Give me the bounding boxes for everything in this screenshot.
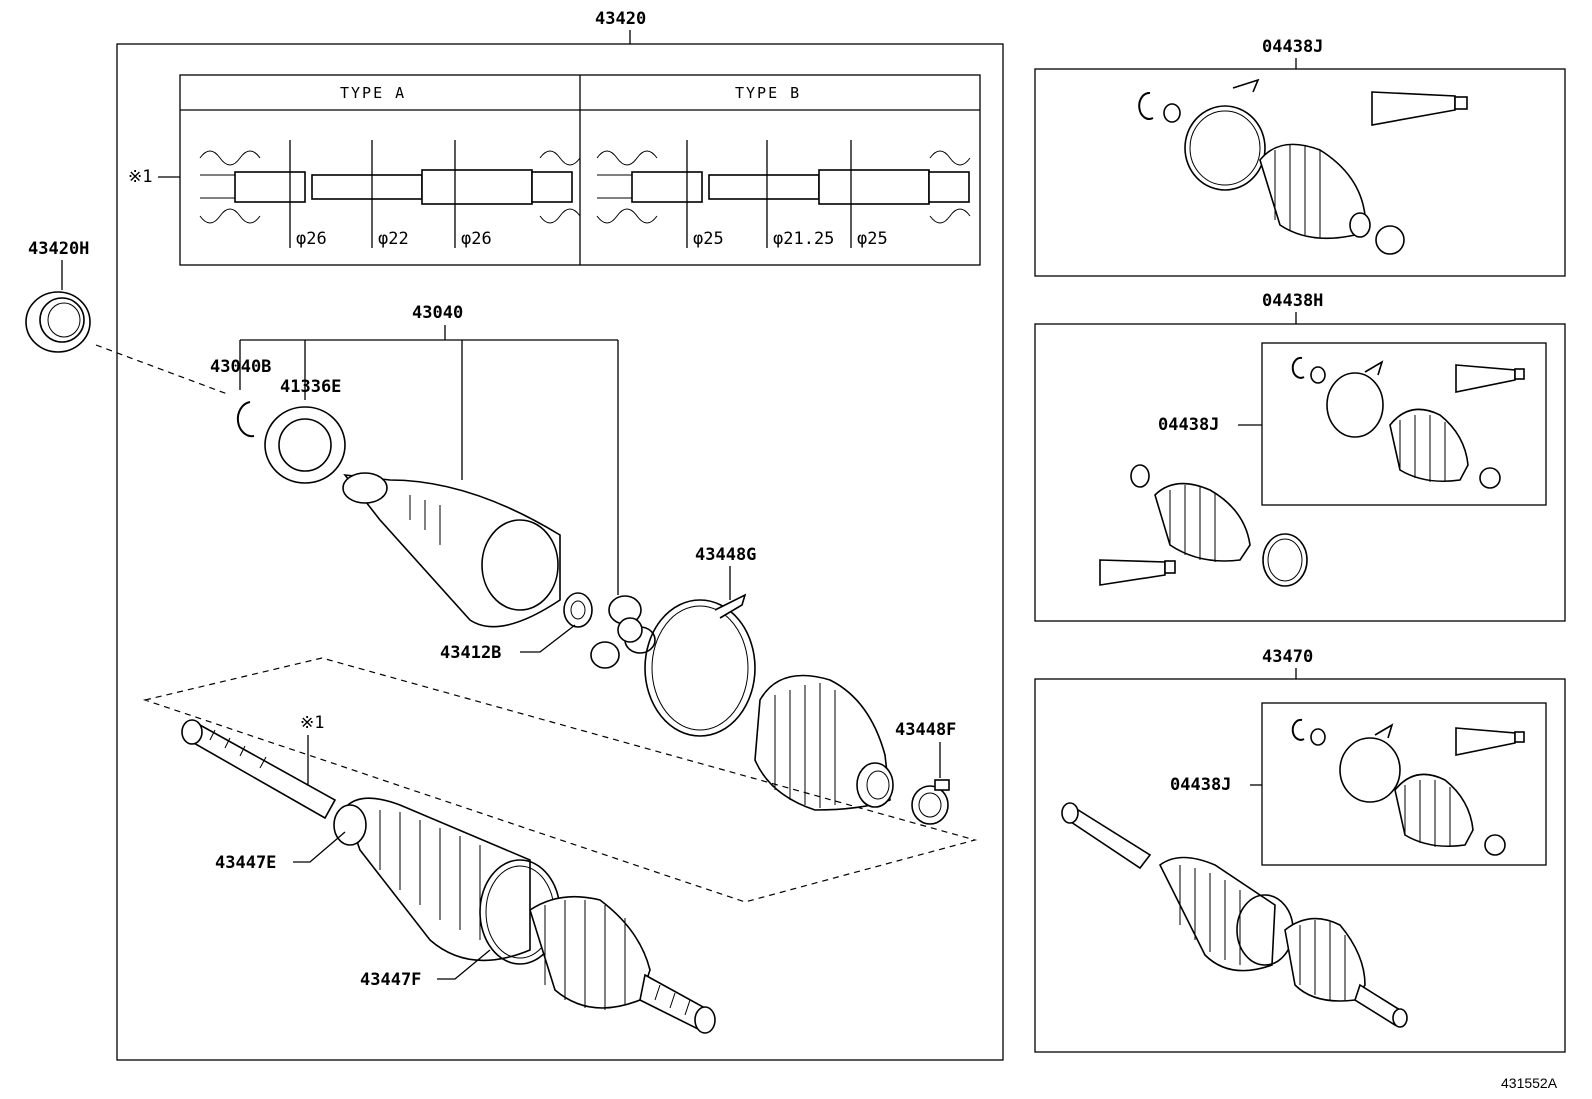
label-kit-04438J[interactable]: 04438J bbox=[1262, 37, 1323, 57]
part-43040-outer-race[interactable] bbox=[342, 472, 561, 628]
kit-04438H-sub-parts[interactable] bbox=[1291, 356, 1525, 489]
dia-b3: φ25 bbox=[857, 229, 888, 249]
label-43447E[interactable]: 43447E bbox=[215, 853, 276, 873]
shaft-43470-subframe bbox=[1261, 702, 1547, 866]
type-b-header: TYPE B bbox=[735, 84, 801, 102]
kit-04438J-frame bbox=[1034, 68, 1566, 277]
part-43447E-outboard-boot[interactable] bbox=[333, 797, 531, 962]
kit-04438H-parts[interactable] bbox=[1099, 464, 1308, 587]
label-43447F[interactable]: 43447F bbox=[360, 970, 421, 990]
label-43448G[interactable]: 43448G bbox=[695, 545, 756, 565]
type-a-shaft: φ26 φ22 φ26 bbox=[199, 140, 581, 249]
type-a-header: TYPE A bbox=[340, 84, 406, 102]
kit-04438J-parts[interactable] bbox=[1138, 78, 1468, 255]
kit-04438H-subframe bbox=[1261, 342, 1547, 506]
part-43448G-band[interactable] bbox=[644, 593, 756, 737]
label-43412B[interactable]: 43412B bbox=[440, 643, 501, 663]
dia-a2: φ22 bbox=[378, 229, 409, 249]
label-shaft-43470[interactable]: 43470 bbox=[1262, 647, 1313, 667]
note-ref-2: ※1 bbox=[300, 713, 324, 733]
dia-a1: φ26 bbox=[296, 229, 327, 249]
label-shaft-43470-sub[interactable]: 04438J bbox=[1170, 775, 1231, 795]
shaft-43470-assembly[interactable] bbox=[1061, 802, 1408, 1028]
shaft-type-table: TYPE A TYPE B ※1 φ26 φ22 φ26 bbox=[128, 74, 981, 266]
exploded-view-outline bbox=[142, 657, 978, 903]
part-41336E-seal[interactable] bbox=[264, 406, 346, 484]
shaft-43470-frame bbox=[1034, 678, 1566, 1053]
part-drive-shaft[interactable] bbox=[181, 719, 337, 820]
label-41336E[interactable]: 41336E bbox=[280, 377, 341, 397]
figure-id: 431552A bbox=[1501, 1075, 1558, 1091]
note-ref-1: ※1 bbox=[128, 167, 152, 187]
label-kit-04438H-sub[interactable]: 04438J bbox=[1158, 415, 1219, 435]
shaft-43470-sub-parts[interactable] bbox=[1291, 718, 1525, 856]
dia-a3: φ26 bbox=[461, 229, 492, 249]
main-assembly-frame bbox=[116, 43, 1004, 1061]
dia-b1: φ25 bbox=[693, 229, 724, 249]
label-43420[interactable]: 43420 bbox=[595, 9, 646, 29]
part-outboard-joint[interactable] bbox=[529, 895, 716, 1034]
part-43412B-washer[interactable] bbox=[563, 592, 593, 628]
part-inboard-boot[interactable] bbox=[754, 674, 894, 811]
part-43040B-snap-ring[interactable] bbox=[236, 401, 255, 438]
label-43040[interactable]: 43040 bbox=[412, 303, 463, 323]
part-43448F-clamp[interactable] bbox=[911, 779, 950, 825]
kit-04438H-frame bbox=[1034, 323, 1566, 622]
label-43420H[interactable]: 43420H bbox=[28, 239, 89, 259]
type-b-shaft: φ25 φ21.25 φ25 bbox=[596, 140, 971, 249]
part-43420H-bearing[interactable] bbox=[25, 291, 91, 353]
label-43448F[interactable]: 43448F bbox=[895, 720, 956, 740]
label-kit-04438H[interactable]: 04438H bbox=[1262, 291, 1323, 311]
label-43040B[interactable]: 43040B bbox=[210, 357, 271, 377]
dia-b2: φ21.25 bbox=[773, 229, 834, 249]
